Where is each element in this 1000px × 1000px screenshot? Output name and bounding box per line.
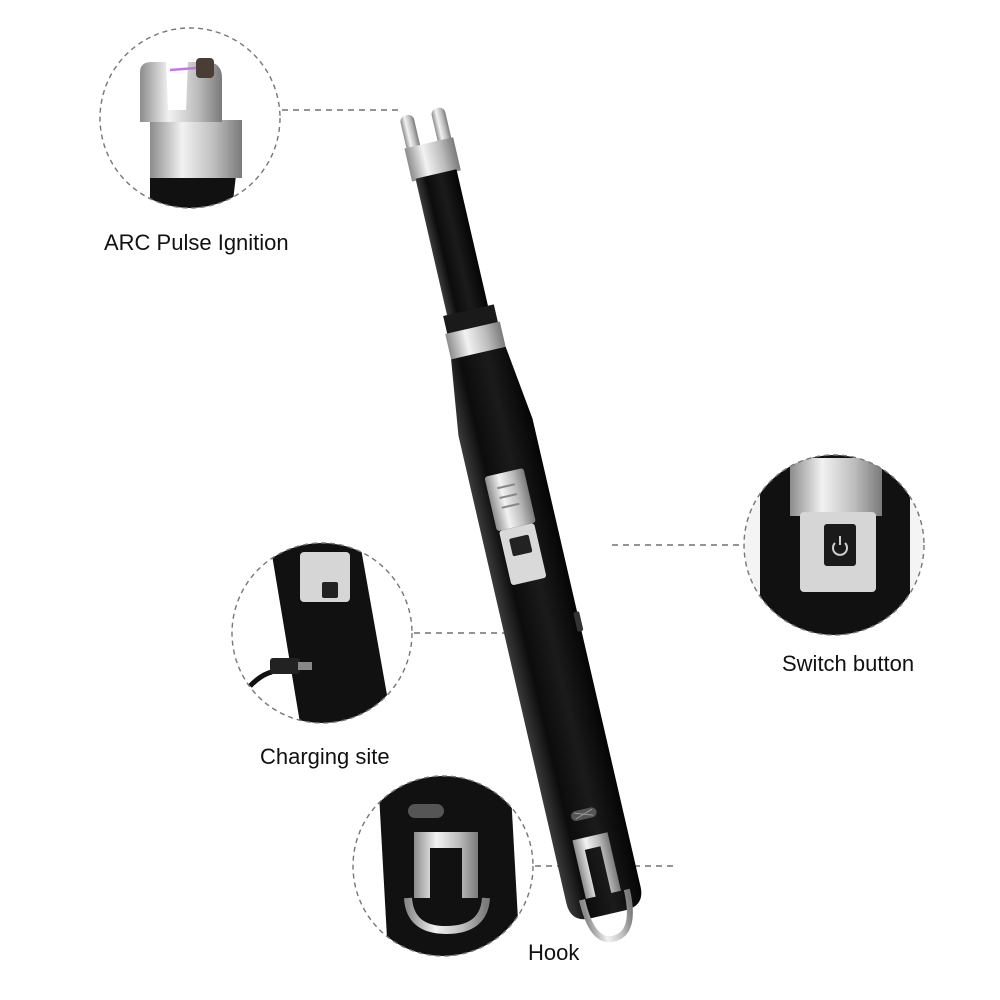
label-arc-pulse-ignition: ARC Pulse Ignition [104, 230, 289, 255]
switch-slide [484, 468, 536, 531]
label-hook: Hook [528, 940, 580, 965]
power-icon [832, 536, 848, 556]
lighter-ring [445, 321, 506, 360]
lighter-collar [443, 304, 499, 336]
arc-spark-icon [169, 66, 197, 72]
hook [572, 832, 633, 943]
callout-hook [352, 775, 534, 957]
charging-port [573, 611, 584, 632]
label-charging-site: Charging site [260, 744, 390, 769]
callout-switch [743, 454, 925, 636]
usb-cable-icon [248, 658, 312, 688]
callout-arc [99, 27, 281, 209]
lighter-neck [415, 169, 491, 325]
lighter-tip [400, 107, 461, 182]
label-switch-button: Switch button [782, 651, 915, 676]
lighter [400, 107, 642, 943]
callout-charge [231, 542, 413, 724]
